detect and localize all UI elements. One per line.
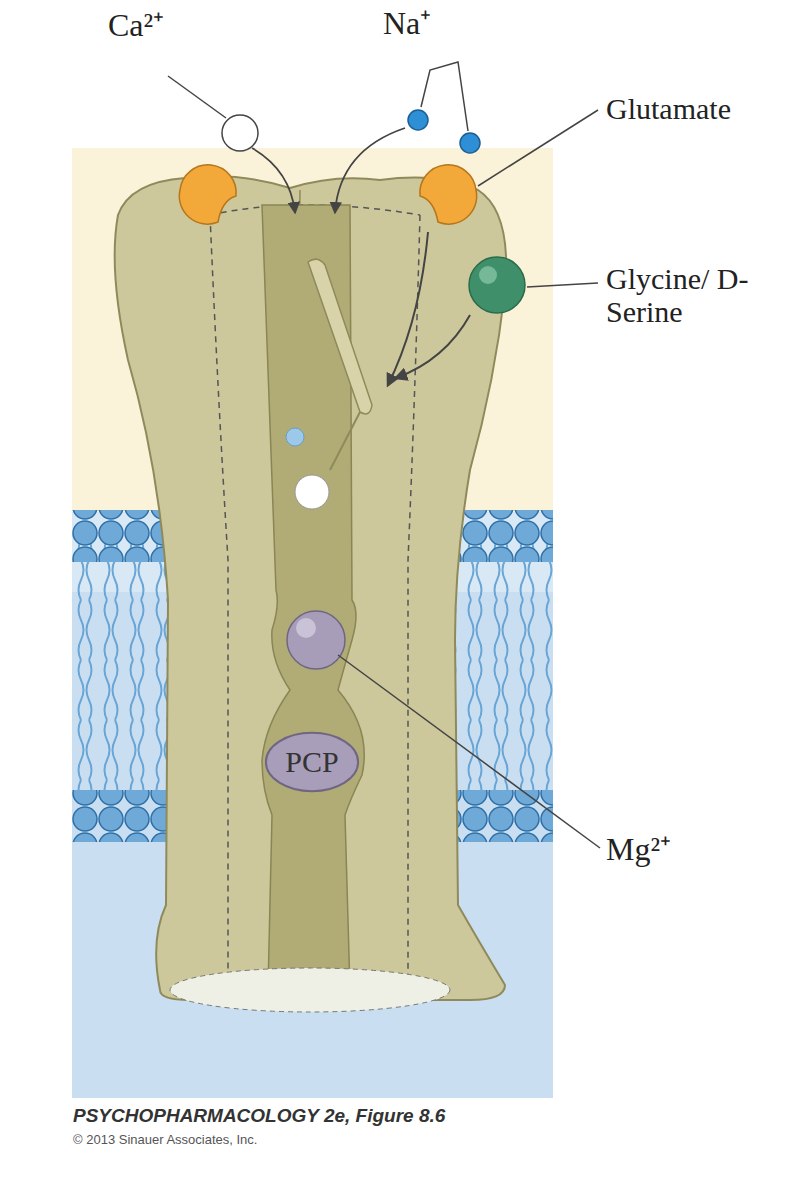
sodium-ion [408, 110, 428, 130]
ion-label: Na⁺ [383, 6, 431, 41]
glycine-site [469, 257, 525, 313]
channel-gate [308, 259, 372, 414]
node-text: PCP [285, 745, 338, 779]
sodium-ion [460, 133, 480, 153]
background [72, 148, 553, 1098]
part-label: Glycine/ D-Serine [606, 262, 776, 328]
ion-label: Mg²⁺ [606, 832, 671, 867]
receptor-body [115, 176, 507, 1000]
blocker-ellipse: PCP [264, 731, 360, 793]
calcium-ion [222, 115, 258, 151]
part-label: Glutamate [606, 92, 731, 125]
magnesium-ion [287, 611, 345, 669]
glutamate-site [179, 165, 236, 224]
figure-caption: PSYCHOPHARMACOLOGY 2e, Figure 8.6 [73, 1106, 445, 1127]
ion-channel [262, 205, 364, 990]
glutamate-site [420, 165, 477, 224]
ion-label: Ca²⁺ [108, 8, 164, 43]
copyright: © 2013 Sinauer Associates, Inc. [73, 1133, 257, 1147]
